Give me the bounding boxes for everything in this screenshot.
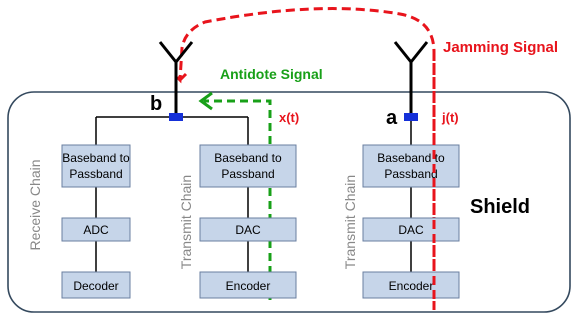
antidote-arrow-icon	[198, 91, 213, 111]
xt-label: x(t)	[279, 110, 299, 125]
rx-decoder-block: Decoder	[61, 271, 131, 299]
antidote-signal-label: Antidote Signal	[220, 66, 323, 82]
rx-decoder-label: Decoder	[73, 279, 118, 293]
tx2-encoder-label: Encoder	[389, 279, 434, 293]
tx2-baseband-line1: Baseband to	[377, 151, 445, 165]
port-a	[404, 113, 418, 121]
tx1-baseband-block: Baseband to Passband	[199, 144, 297, 188]
tx1-encoder-block: Encoder	[199, 271, 297, 299]
tx1-dac-block: DAC	[199, 217, 297, 242]
tx1-encoder-label: Encoder	[226, 279, 271, 293]
rx-baseband-line1: Baseband to	[62, 151, 130, 165]
rx-baseband-line2: Passband	[69, 167, 122, 181]
node-a-label: a	[386, 107, 398, 129]
tx1-dac-label: DAC	[235, 223, 261, 237]
jamming-signal-path	[172, 7, 436, 310]
antenna-b-icon	[158, 41, 194, 116]
tx2-baseband-block: Baseband to Passband	[362, 144, 460, 188]
transmit-chain-1-label: Transmit Chain	[178, 175, 194, 269]
port-b	[169, 113, 183, 121]
shield-enclosure	[7, 91, 571, 313]
rx-adc-label: ADC	[83, 223, 109, 237]
connector-lines	[95, 118, 412, 272]
antidote-signal-path	[204, 99, 272, 300]
rx-baseband-block: Baseband to Passband	[61, 144, 131, 188]
jamming-signal-label: Jamming Signal	[443, 39, 558, 56]
rx-adc-block: ADC	[61, 217, 131, 242]
tx2-baseband-line2: Passband	[384, 167, 437, 181]
transmit-chain-2-label: Transmit Chain	[342, 175, 358, 269]
receive-chain-label: Receive Chain	[27, 159, 43, 250]
shield-label: Shield	[470, 196, 530, 218]
tx1-baseband-line2: Passband	[221, 167, 274, 181]
node-b-label: b	[150, 93, 162, 115]
tx1-baseband-line1: Baseband to	[214, 151, 282, 165]
tx2-encoder-block: Encoder	[362, 271, 460, 299]
jt-label: j(t)	[441, 110, 459, 125]
tx2-dac-block: DAC	[362, 217, 460, 242]
tx2-dac-label: DAC	[398, 223, 424, 237]
splitter-lines	[95, 116, 249, 145]
antenna-a-icon	[393, 41, 429, 116]
